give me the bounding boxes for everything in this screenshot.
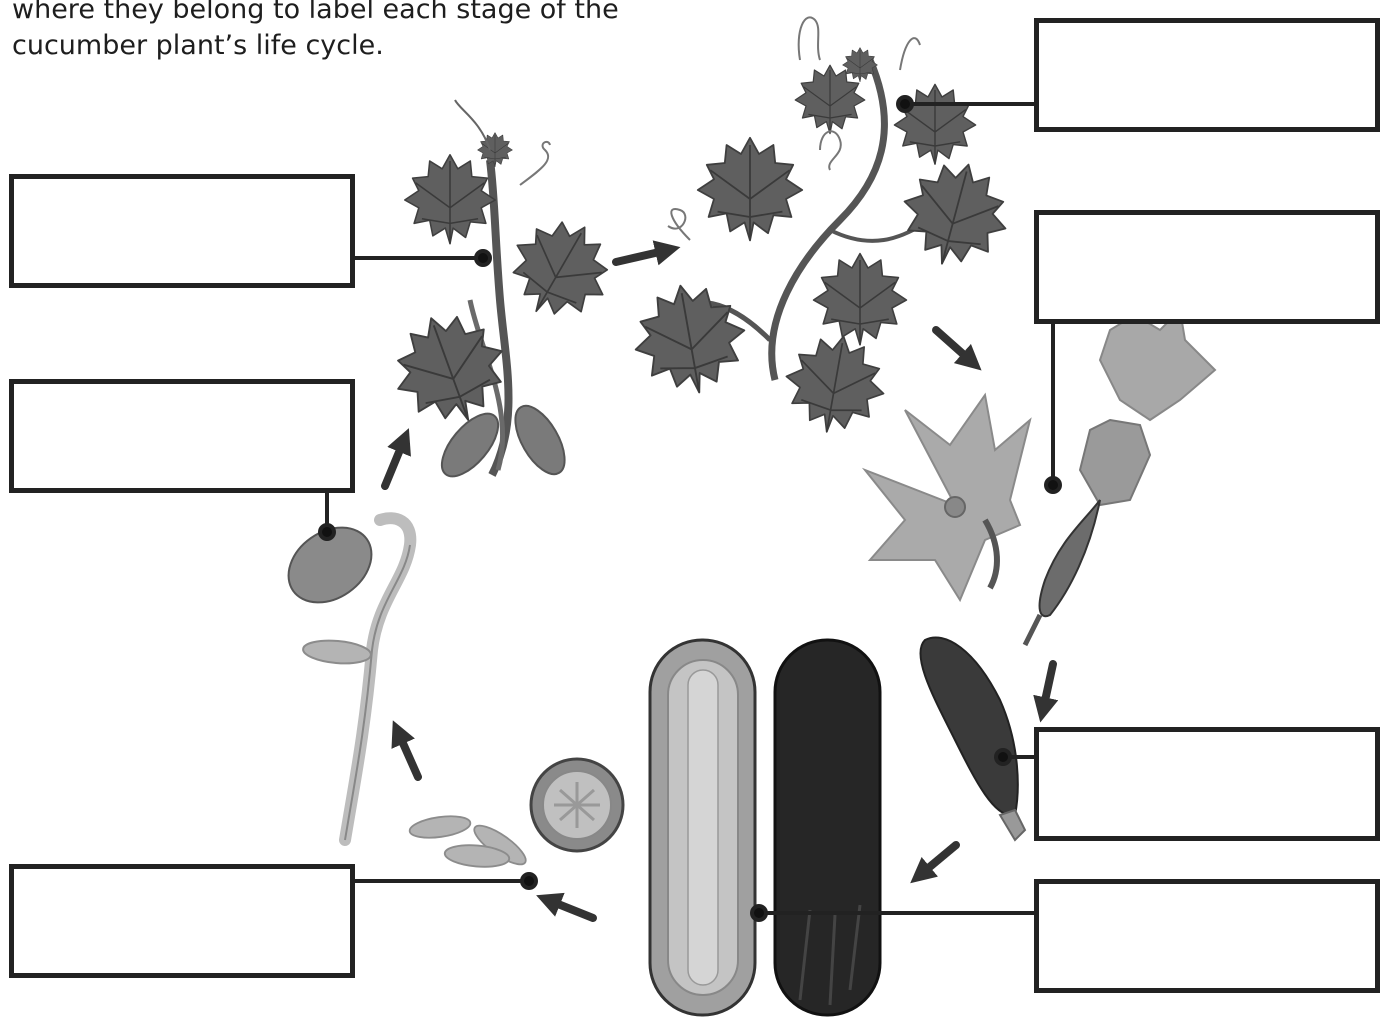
arrow-mature-to-seeds — [548, 900, 593, 918]
mature-cucumbers — [650, 640, 880, 1015]
arrow-flower-to-young-fruit — [1043, 664, 1053, 710]
label-box-top-right[interactable] — [1034, 18, 1380, 132]
young-cucumber — [920, 638, 1025, 841]
label-box-flower[interactable] — [1034, 210, 1380, 324]
label-box-seeds[interactable] — [9, 864, 355, 978]
label-box-mature-fruit[interactable] — [1034, 879, 1380, 993]
seeds-and-slice — [408, 759, 623, 871]
germinating-seedling — [274, 512, 410, 840]
young-plant — [379, 100, 627, 486]
label-box-upper-left[interactable] — [9, 174, 355, 288]
label-box-seedling[interactable] — [9, 379, 355, 493]
arrow-seedling-to-young-plant — [385, 440, 404, 486]
male-flower — [865, 395, 1030, 600]
arrow-seeds-to-seedling — [398, 732, 418, 777]
arrow-young-fruit-to-mature — [920, 845, 956, 875]
arrow-young-plant-to-vine — [616, 250, 668, 262]
label-box-young-fruit[interactable] — [1034, 727, 1380, 841]
mature-vine — [626, 17, 1019, 440]
arrow-vine-to-flower — [936, 330, 972, 362]
